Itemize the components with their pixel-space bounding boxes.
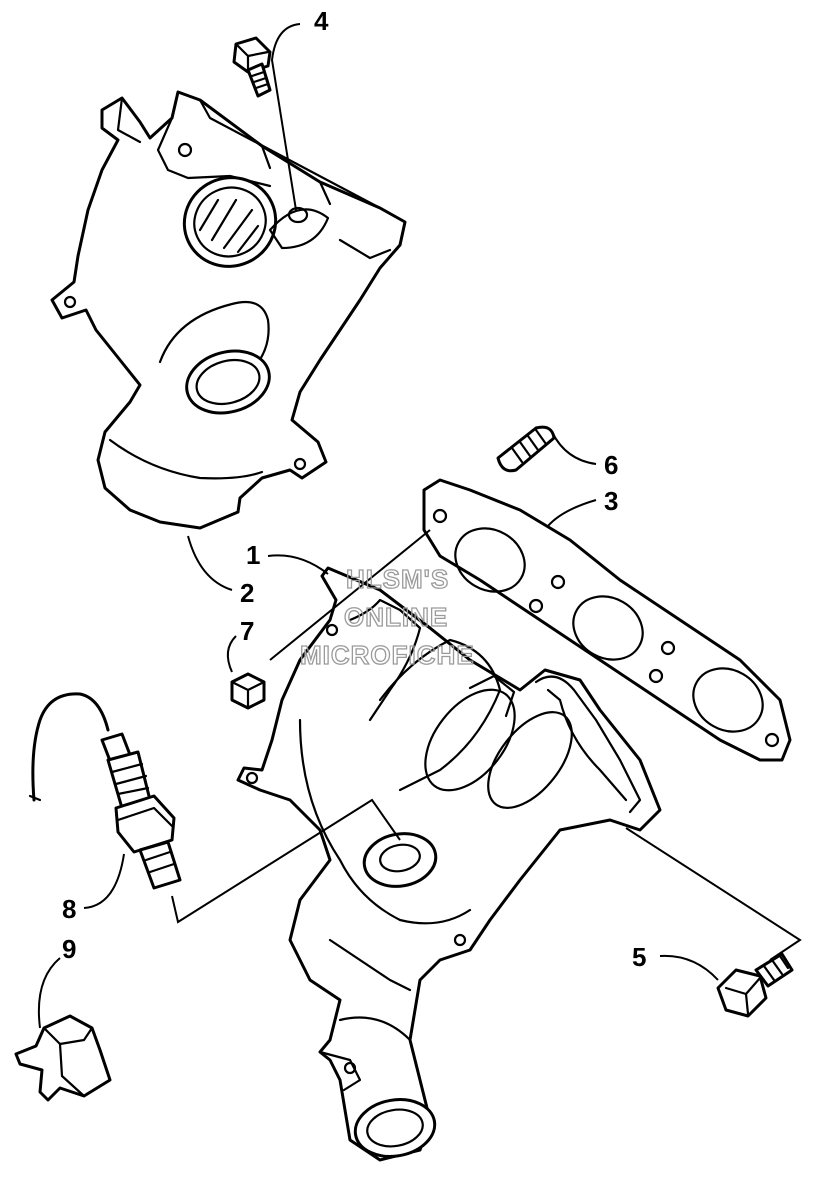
clamp-part-9	[14, 1014, 112, 1102]
flange-bolt-part-5	[716, 952, 794, 1018]
leader-8b	[171, 798, 401, 924]
watermark-line-3: MICROFICHE	[300, 640, 475, 670]
watermark-line-1: HLSM'S	[346, 564, 449, 594]
heat-shield	[50, 90, 407, 530]
leader-8	[83, 853, 125, 909]
leader-lines	[37, 23, 802, 1029]
watermark-line-2: ONLINE	[344, 602, 448, 632]
callout-6: 6	[604, 450, 618, 480]
oxygen-sensor-part-8	[28, 692, 182, 890]
callout-5: 5	[632, 942, 646, 972]
gasket-part-3	[422, 478, 792, 762]
watermark: HLSM'S ONLINE MICROFICHE	[299, 563, 475, 670]
leader-4	[270, 23, 301, 211]
stud-part-6	[496, 425, 556, 473]
leader-2	[187, 535, 233, 591]
leader-7	[226, 635, 237, 673]
nut-part-7	[230, 672, 266, 710]
bolt-part-4	[232, 36, 272, 98]
exhaust-manifold	[236, 566, 662, 1162]
leader-1	[267, 554, 329, 575]
callout-4: 4	[314, 6, 329, 36]
callout-3: 3	[604, 486, 618, 516]
leader-1b	[269, 529, 431, 661]
callout-labels: 1 2 3 4 5 6 7 8 9	[62, 6, 646, 972]
leader-5b	[625, 827, 802, 961]
leader-6	[551, 431, 597, 465]
leader-5	[659, 954, 719, 981]
callout-1: 1	[246, 540, 260, 570]
leader-3	[547, 499, 597, 527]
leader-9	[37, 957, 61, 1029]
callout-9: 9	[62, 934, 76, 964]
callout-2: 2	[240, 578, 254, 608]
callout-7: 7	[240, 616, 254, 646]
callout-8: 8	[62, 894, 76, 924]
